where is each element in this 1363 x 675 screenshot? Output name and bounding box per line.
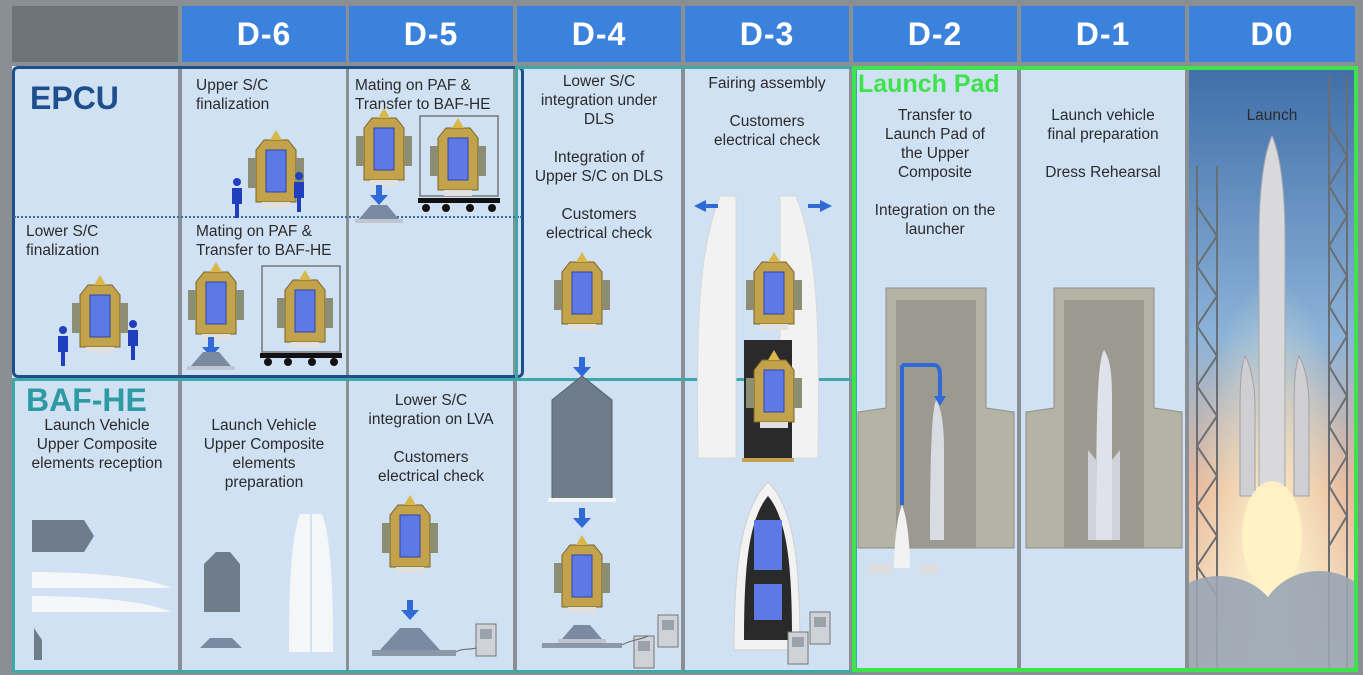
task-elements-preparation: Launch Vehicle Upper Composite elements … (203, 417, 325, 491)
column-label (12, 66, 178, 671)
header-d1: D-1 (1021, 6, 1185, 62)
task-lower-sc-on-lva: Lower S/C integration on LVA (368, 392, 494, 428)
task-mating-paf-upper: Mating on PAF & Transfer to BAF-HE (355, 77, 491, 113)
launch-photo (1189, 66, 1355, 671)
task-lower-sc-finalization: Lower S/C finalization (26, 223, 100, 259)
header-blank-cell (12, 6, 178, 62)
task-fairing-assembly: Fairing assembly (708, 75, 826, 92)
baf-he-label: BAF-HE (26, 382, 147, 418)
header-d5: D-5 (349, 6, 513, 62)
header-d3: D-3 (685, 6, 849, 62)
header-d6: D-6 (182, 6, 346, 62)
task-launch: Launch (1246, 107, 1298, 124)
task-mating-paf-lower: Mating on PAF & Transfer to BAF-HE (196, 223, 332, 259)
header-d0: D0 (1189, 6, 1355, 62)
task-d3-electrical-check: Customers electrical check (714, 113, 820, 149)
task-dress-rehearsal: Dress Rehearsal (1045, 164, 1161, 181)
task-d4-electrical-check: Customers electrical check (546, 206, 652, 242)
task-elements-reception: Launch Vehicle Upper Composite elements … (31, 417, 163, 472)
launch-pad-label: Launch Pad (858, 70, 1000, 98)
task-transfer-launch-pad: Transfer to Launch Pad of the Upper Comp… (885, 107, 985, 181)
launch-pad-zone (852, 66, 1358, 672)
epcu-zone (12, 66, 524, 378)
task-integration-launcher: Integration on the launcher (874, 202, 996, 238)
task-final-preparation: Launch vehicle final preparation (1047, 107, 1159, 143)
epcu-divider (14, 216, 522, 218)
task-upper-sc-finalization: Upper S/C finalization (196, 77, 270, 113)
task-lower-sc-under-dls: Lower S/C integration under DLS (540, 73, 658, 128)
task-upper-sc-on-dls: Integration of Upper S/C on DLS (534, 149, 664, 185)
header-d2: D-2 (853, 6, 1017, 62)
header-d4: D-4 (517, 6, 681, 62)
epcu-label: EPCU (30, 80, 119, 116)
task-d5-electrical-check: Customers electrical check (378, 449, 484, 485)
